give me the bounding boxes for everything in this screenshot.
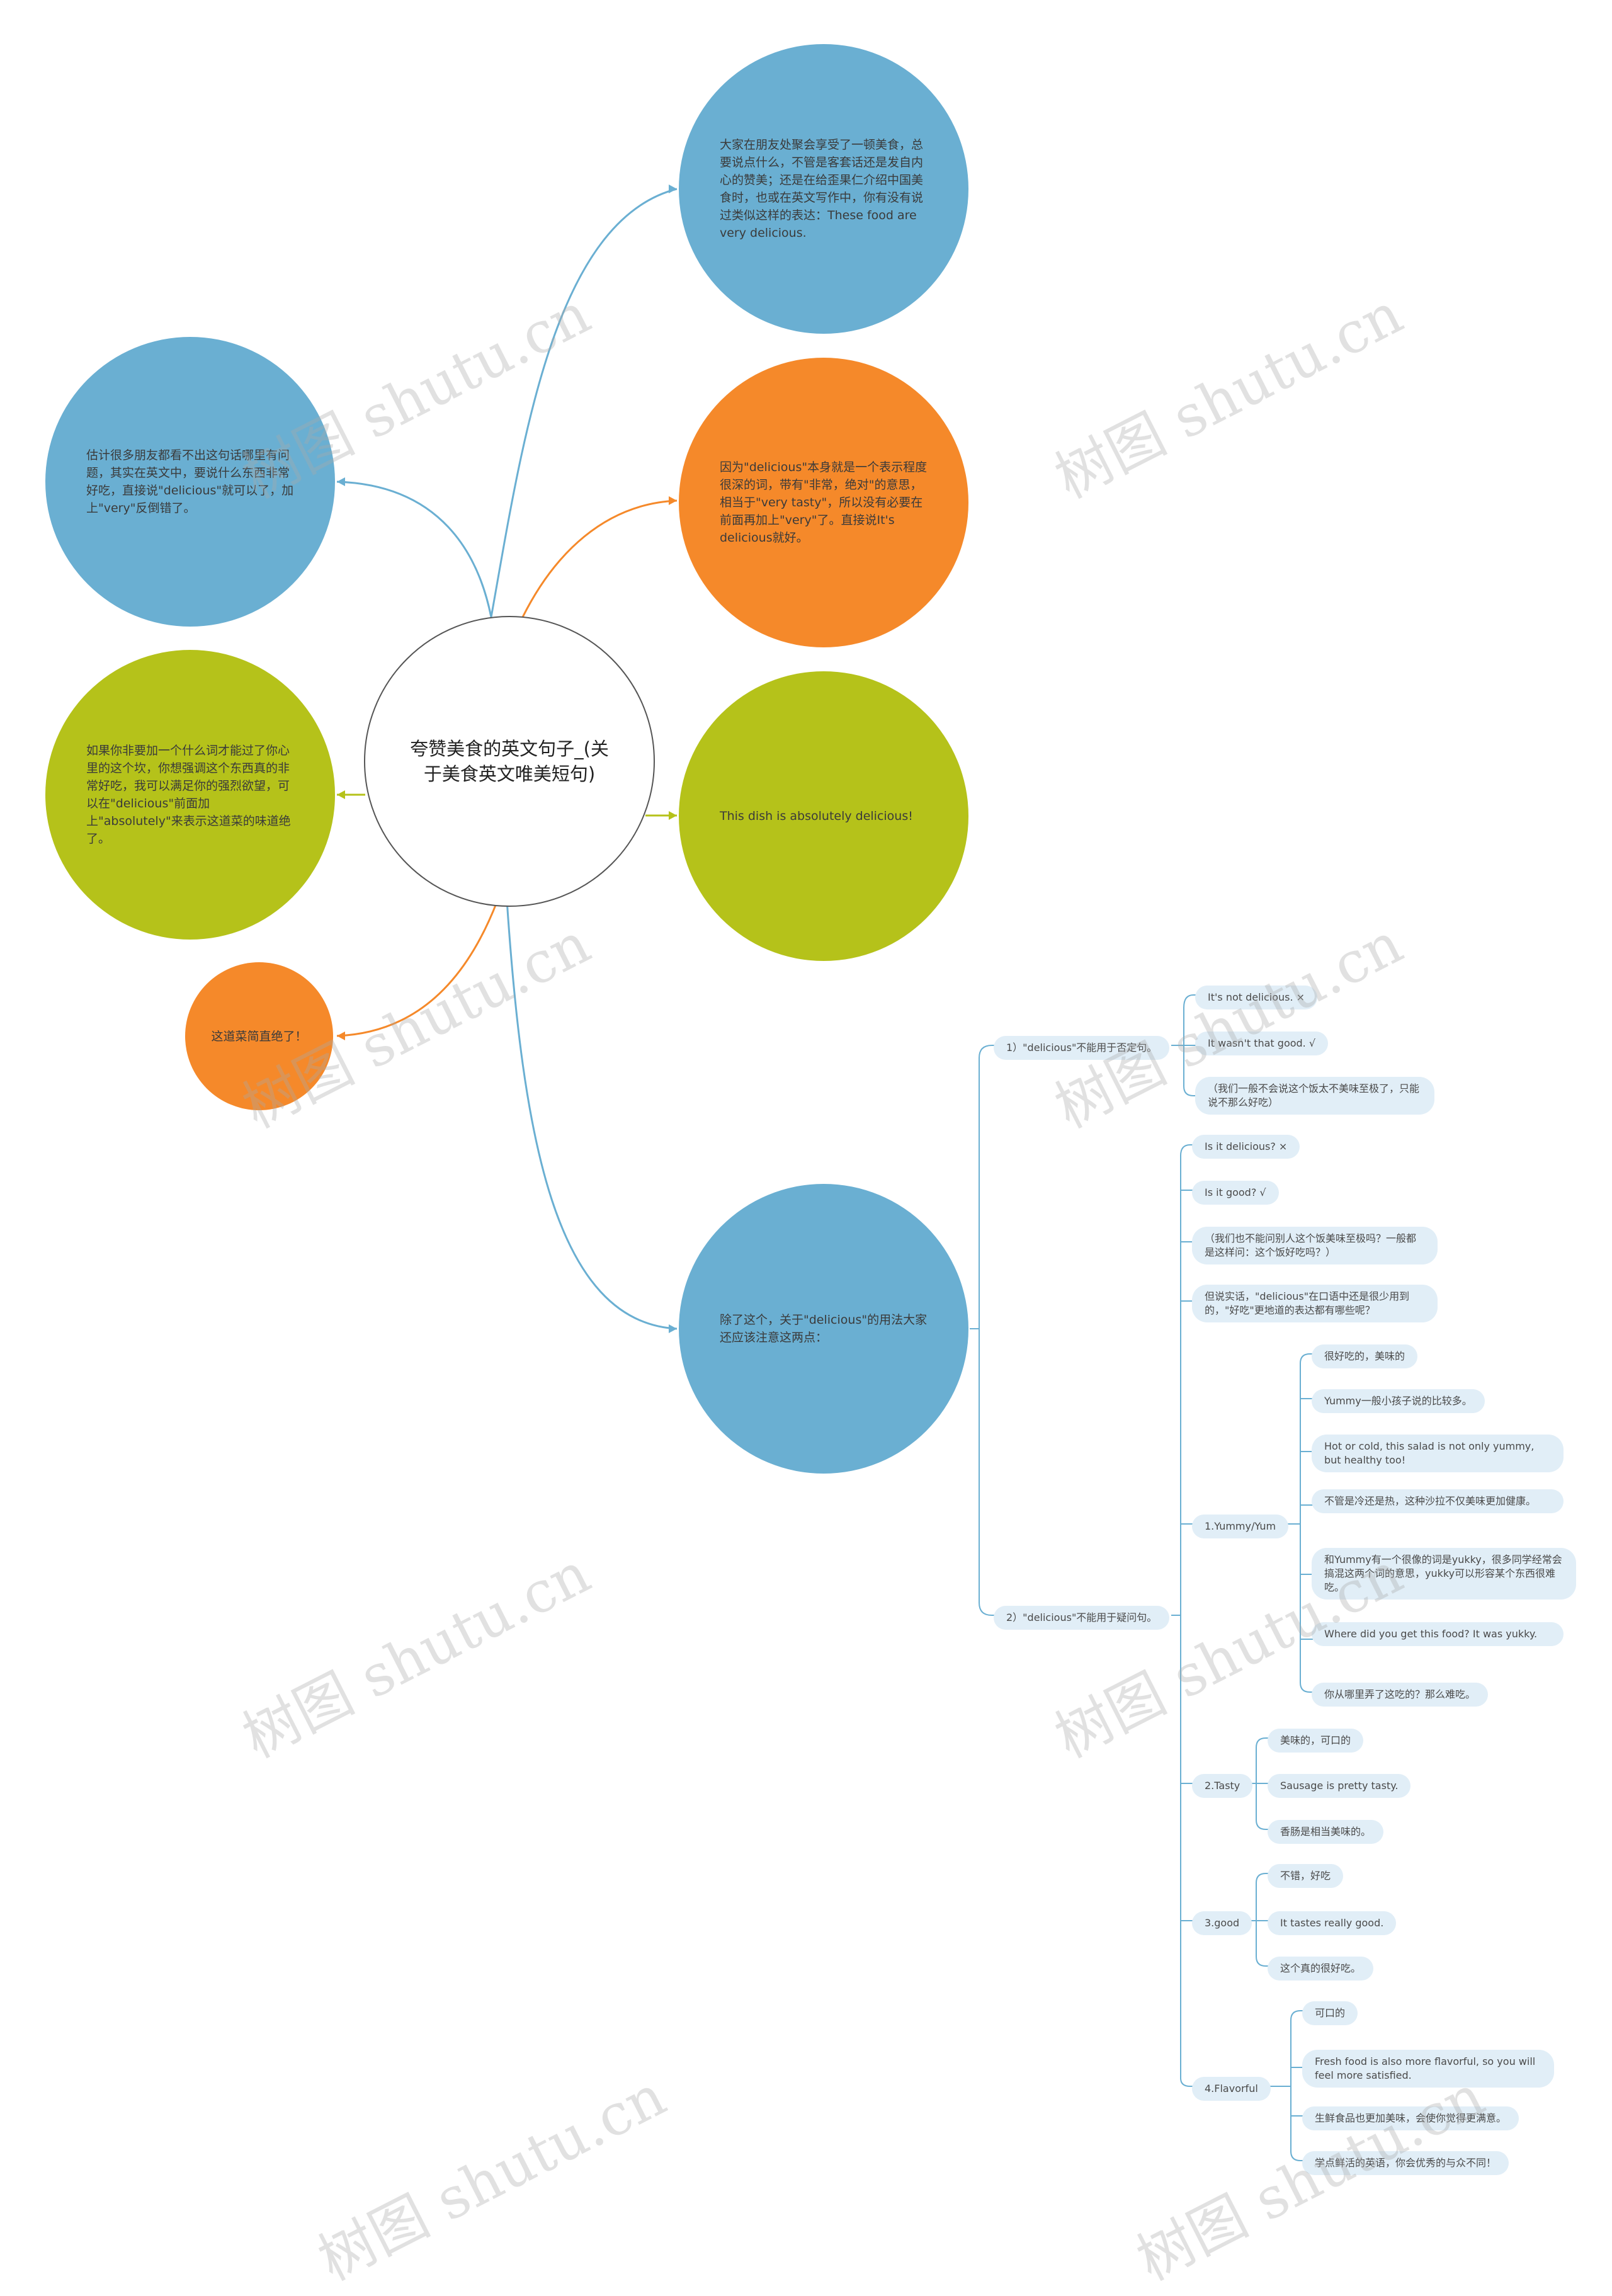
list-item[interactable]: It tastes really good. xyxy=(1268,1911,1397,1935)
edge-center-right-bottom xyxy=(506,900,678,1330)
bubble-text: 如果你非要加一个什么词才能过了你心里的这个坎，你想强调这个东西真的非常好吃，我可… xyxy=(86,744,291,846)
list-item[interactable]: It's not delicious. × xyxy=(1195,986,1318,1009)
edge-rb-branch2 xyxy=(979,1329,995,1616)
edge-branch2-items xyxy=(1171,1144,1193,2087)
list-item[interactable]: （我们也不能问别人这个饭美味至极吗？一般都是这样问：这个饭好吃吗？） xyxy=(1192,1227,1438,1265)
word-good[interactable]: 3.good xyxy=(1192,1911,1252,1935)
bubble-text: 除了这个，关于"delicious"的用法大家还应该注意这两点： xyxy=(720,1313,928,1344)
bubble-left-orange: 这道菜简直绝了！ xyxy=(185,962,333,1110)
list-item[interactable]: Sausage is pretty tasty. xyxy=(1268,1774,1411,1798)
list-item[interactable]: Where did you get this food? It was yukk… xyxy=(1312,1622,1564,1646)
edge-center-right-top xyxy=(490,188,678,618)
edge-center-right-orange xyxy=(521,499,678,618)
list-item[interactable]: （我们一般不会说这个饭太不美味至极了，只能说不那么好吃） xyxy=(1195,1077,1434,1115)
list-item[interactable]: Fresh food is also more flavorful, so yo… xyxy=(1302,2050,1554,2088)
central-topic[interactable]: 夸赞美食的英文句子_(关于美食英文唯美短句) xyxy=(364,616,655,907)
list-item[interactable]: 你从哪里弄了这吃的？那么难吃。 xyxy=(1312,1683,1489,1707)
bubble-text: 这道菜简直绝了！ xyxy=(211,1029,307,1043)
word-yummy[interactable]: 1.Yummy/Yum xyxy=(1192,1515,1289,1538)
central-topic-title: 夸赞美食的英文句子_(关于美食英文唯美短句) xyxy=(410,738,609,785)
bubble-text: This dish is absolutely delicious! xyxy=(720,809,913,823)
list-item[interactable]: 和Yummy有一个很像的词是yukky，很多同学经常会搞混这两个词的意思，yuk… xyxy=(1312,1548,1576,1600)
list-item[interactable]: Is it delicious? × xyxy=(1192,1135,1300,1159)
bubble-right-bottom: 除了这个，关于"delicious"的用法大家还应该注意这两点： xyxy=(679,1184,968,1474)
list-item[interactable]: 学点鲜活的英语，你会优秀的与众不同！ xyxy=(1302,2151,1509,2175)
word-flavorful[interactable]: 4.Flavorful xyxy=(1192,2077,1271,2101)
bubble-text: 估计很多朋友都看不出这句话哪里有问题，其实在英文中，要说什么东西非常好吃，直接说… xyxy=(86,448,294,515)
bubble-right-top: 大家在朋友处聚会享受了一顿美食，总要说点什么，不管是客套话还是发自内心的赞美；还… xyxy=(679,44,968,334)
bubble-right-green: This dish is absolutely delicious! xyxy=(679,671,968,961)
bubble-text: 大家在朋友处聚会享受了一顿美食，总要说点什么，不管是客套话还是发自内心的赞美；还… xyxy=(720,138,924,240)
list-item[interactable]: 很好吃的，美味的 xyxy=(1312,1344,1418,1368)
list-item[interactable]: 可口的 xyxy=(1302,2001,1358,2025)
edge-branch1-items xyxy=(1171,994,1196,1096)
bubble-text: 因为"delicious"本身就是一个表示程度很深的词，带有"非常，绝对"的意思… xyxy=(720,460,928,545)
list-item[interactable]: 生鲜食品也更加美味，会使你觉得更满意。 xyxy=(1302,2106,1519,2130)
list-item[interactable]: Hot or cold, this salad is not only yumm… xyxy=(1312,1435,1564,1472)
edge-center-left-orange xyxy=(336,900,499,1037)
list-item[interactable]: It wasn't that good. √ xyxy=(1195,1031,1329,1055)
branch2-label[interactable]: 2）"delicious"不能用于疑问句。 xyxy=(994,1606,1170,1630)
word-tasty[interactable]: 2.Tasty xyxy=(1192,1774,1253,1798)
list-item[interactable]: Yummy一般小孩子说的比较多。 xyxy=(1312,1389,1485,1413)
edge-center-left-blue xyxy=(336,480,492,618)
bubble-right-orange: 因为"delicious"本身就是一个表示程度很深的词，带有"非常，绝对"的意思… xyxy=(679,358,968,647)
edge-rb-branch1 xyxy=(970,1045,995,1329)
list-item[interactable]: 美味的，可口的 xyxy=(1268,1729,1364,1753)
list-item[interactable]: 不管是冷还是热，这种沙拉不仅美味更加健康。 xyxy=(1312,1489,1564,1513)
list-item[interactable]: 这个真的很好吃。 xyxy=(1268,1957,1374,1981)
list-item[interactable]: 不错，好吃 xyxy=(1268,1864,1344,1888)
list-item[interactable]: 香肠是相当美味的。 xyxy=(1268,1820,1384,1844)
branch1-label[interactable]: 1）"delicious"不能用于否定句。 xyxy=(994,1036,1170,1060)
list-item[interactable]: Is it good? √ xyxy=(1192,1181,1279,1205)
edge-flavorful-items xyxy=(1253,2010,1303,2161)
bubble-left-green: 如果你非要加一个什么词才能过了你心里的这个坎，你想强调这个东西真的非常好吃，我可… xyxy=(45,650,335,940)
list-item[interactable]: 但说实话，"delicious"在口语中还是很少用到的，"好吃"更地道的表达都有… xyxy=(1192,1285,1438,1322)
bubble-left-blue: 估计很多朋友都看不出这句话哪里有问题，其实在英文中，要说什么东西非常好吃，直接说… xyxy=(45,337,335,627)
